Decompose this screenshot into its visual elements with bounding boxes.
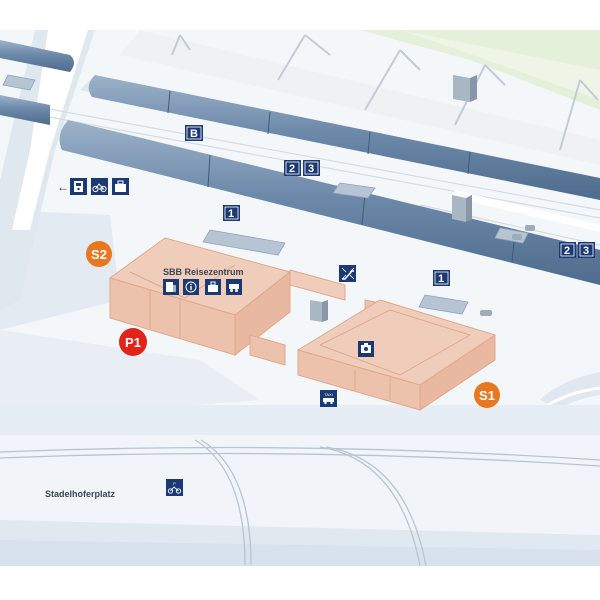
ticket-machine-icon[interactable] (70, 178, 87, 195)
svg-text:P: P (173, 481, 176, 486)
marker-s1-label: S1 (479, 388, 495, 403)
green-area (360, 30, 600, 110)
left-street-area (0, 330, 260, 420)
platform-edge (450, 190, 600, 232)
platform-3-right-label: 3 (583, 245, 589, 257)
train-middle (0, 95, 600, 285)
building-small-block (249, 334, 286, 366)
platform-sign-1-right[interactable]: 1 (433, 270, 450, 286)
marker-p1[interactable]: P1 (119, 328, 147, 356)
marker-p1-label: P1 (125, 335, 141, 350)
platform-1-right-label: 1 (438, 273, 444, 285)
bike-parking-icon[interactable]: P (166, 479, 183, 496)
luggage-icon[interactable] (112, 178, 129, 195)
ticket-office-icon[interactable] (163, 279, 179, 295)
green-area-light (400, 30, 600, 100)
building-reisezentrum (108, 237, 292, 357)
platform-sign-3-right[interactable]: 3 (578, 242, 595, 258)
platform-b-label: B (190, 128, 198, 140)
street-band (0, 405, 600, 435)
lift-shafts (310, 75, 477, 322)
luggage-service-icon[interactable] (205, 279, 221, 295)
info-icon[interactable] (183, 279, 199, 295)
svg-text:TAXI: TAXI (324, 392, 333, 397)
platform-sign-1-left[interactable]: 1 (223, 205, 240, 221)
train-top (0, 40, 600, 200)
track-bumpers (480, 225, 535, 316)
platform-2-top-label: 2 (289, 163, 295, 175)
escalator-icon[interactable] (339, 265, 356, 282)
road-ramp-surface (12, 30, 88, 230)
tram-tracks (0, 439, 600, 567)
building-connector (289, 269, 346, 301)
canopy-supports (171, 34, 599, 151)
building-right (296, 299, 497, 411)
platform-2-right-label: 2 (564, 245, 570, 257)
marker-s1[interactable]: S1 (474, 382, 500, 408)
car-rental-icon[interactable] (226, 279, 242, 295)
bicycle-icon[interactable] (91, 178, 108, 195)
marker-s2[interactable]: S2 (86, 241, 112, 267)
platform-shelters (2, 74, 529, 315)
place-label-stadelhoferplatz: Stadelhoferplatz (45, 489, 116, 499)
sbb-reisezentrum-label: SBB Reisezentrum (163, 267, 244, 277)
platform-1-left-label: 1 (228, 208, 234, 220)
right-road-line (547, 386, 600, 407)
marker-s2-label: S2 (91, 247, 107, 262)
direction-arrow: ← (57, 180, 69, 194)
platform-sign-2-right[interactable]: 2 (559, 242, 576, 258)
water-area-deep (0, 540, 600, 566)
platform-sign-2-top[interactable]: 2 (284, 160, 301, 176)
taxi-icon[interactable]: TAXI (320, 390, 337, 407)
platform-sign-3-top[interactable]: 3 (303, 160, 320, 176)
platform-sign-b[interactable]: B (185, 125, 203, 141)
map-bottom-margin (0, 566, 600, 600)
platform-3-top-label: 3 (308, 163, 314, 175)
ticket-icon[interactable] (358, 341, 374, 357)
canopy-strip-upper (120, 30, 600, 165)
